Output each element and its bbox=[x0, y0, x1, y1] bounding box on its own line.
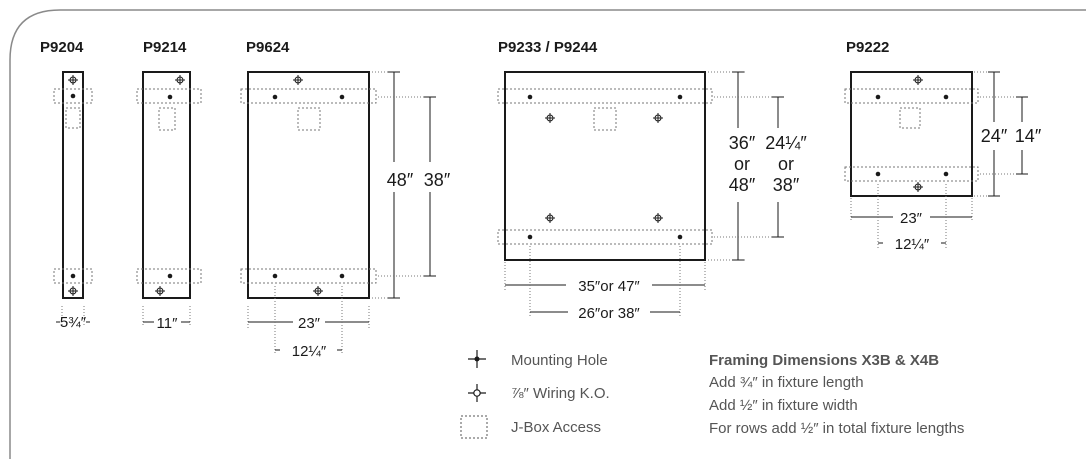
model-label-p9624: P9624 bbox=[246, 39, 290, 56]
dim-p9222-length: 24″ bbox=[981, 126, 1008, 146]
model-label-p9222: P9222 bbox=[846, 39, 889, 56]
framing-line: Add ½″ in fixture width bbox=[709, 397, 858, 414]
dim-p9214-width: 11″ bbox=[157, 315, 179, 332]
fixture-p9233-p9244 bbox=[497, 71, 785, 316]
dim-p9233-mount-width: 26″or 38″ bbox=[578, 305, 640, 322]
legend-wiring-ko: ⅞″ Wiring K.O. bbox=[511, 385, 610, 402]
dim-p9222-width: 23″ bbox=[900, 210, 923, 227]
fixture-p9624 bbox=[240, 71, 438, 355]
mounting-hole-icon bbox=[468, 350, 486, 368]
dim-p9233-width: 35″or 47″ bbox=[578, 278, 640, 295]
dim-p9204-width: 5¾″ bbox=[60, 314, 87, 331]
dim-p9624-length: 48″ bbox=[387, 170, 414, 190]
dim-p9233-length-a: 36″ bbox=[729, 133, 756, 153]
jbox-icon bbox=[460, 415, 488, 439]
dim-p9233-length-b: 48″ bbox=[729, 175, 756, 195]
dim-p9624-mount-width: 12¼″ bbox=[292, 343, 327, 360]
fixture-p9222 bbox=[844, 71, 1028, 248]
legend-jbox: J-Box Access bbox=[511, 419, 601, 436]
dim-p9233-mount-or: or bbox=[778, 154, 794, 174]
panel-frame bbox=[9, 9, 1086, 459]
model-label-p9204: P9204 bbox=[40, 39, 84, 56]
framing-line: Add ¾″ in fixture length bbox=[709, 374, 864, 391]
wiring-ko-icon bbox=[468, 384, 486, 402]
dim-p9624-width: 23″ bbox=[298, 315, 321, 332]
framing-line: For rows add ½″ in total fixture lengths bbox=[709, 420, 964, 437]
dim-p9233-mount-b: 38″ bbox=[773, 175, 800, 195]
dim-p9222-mount-length: 14″ bbox=[1015, 126, 1042, 146]
framing-title: Framing Dimensions X3B & X4B bbox=[709, 352, 939, 369]
dim-p9233-length-or: or bbox=[734, 154, 750, 174]
model-label-p9214: P9214 bbox=[143, 39, 187, 56]
legend-mounting-hole: Mounting Hole bbox=[511, 352, 608, 369]
fixture-p9204 bbox=[53, 71, 93, 326]
model-label-p9233-p9244: P9233 / P9244 bbox=[498, 39, 598, 56]
dim-p9624-mount-length: 38″ bbox=[424, 170, 451, 190]
dim-p9233-mount-a: 24¼″ bbox=[765, 133, 807, 153]
fixture-p9214 bbox=[136, 71, 202, 326]
dim-p9222-mount-width: 12¼″ bbox=[895, 236, 930, 253]
